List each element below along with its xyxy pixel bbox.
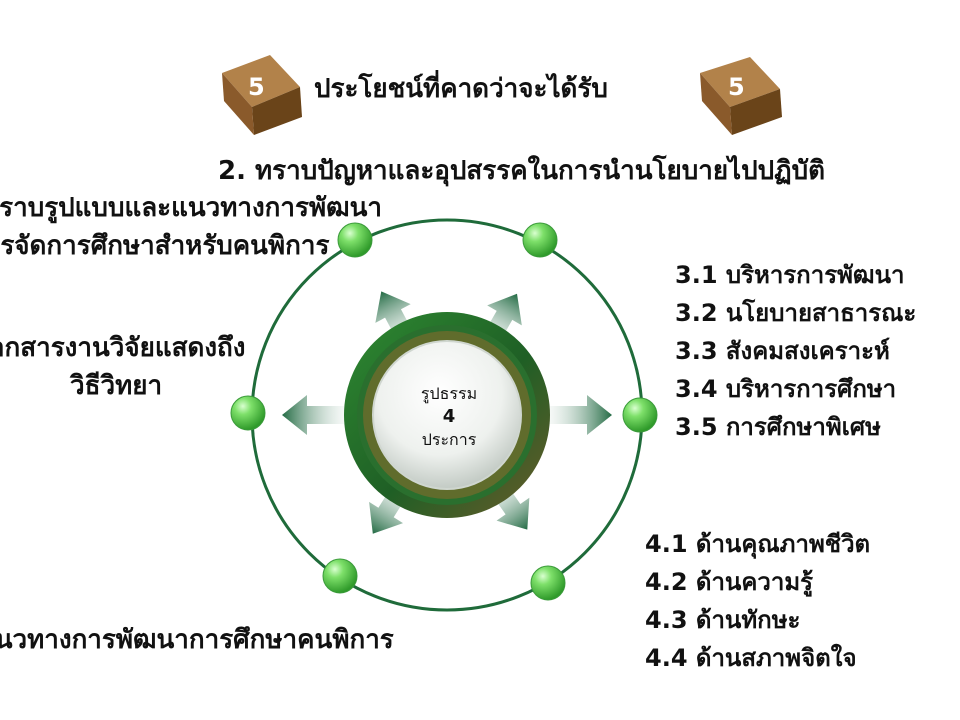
header-title: ประโยชน์ที่คาดว่าจะได้รับ xyxy=(314,74,608,104)
item-1-line2: การจัดการศึกษาสำหรับคนพิการ xyxy=(0,231,330,261)
arrow-left xyxy=(282,395,357,435)
left-item-line2: วิธีวิทยา xyxy=(70,371,163,401)
node-top-left xyxy=(337,222,373,258)
left-item-line1: เอกสารงานวิจัยแสดงถึง xyxy=(0,333,246,363)
item-1-line1: ทราบรูปแบบและแนวทางการพัฒนา xyxy=(0,193,382,223)
arrow-right xyxy=(537,395,612,435)
list-3-item: 3.1 บริหารการพัฒนา xyxy=(675,261,905,289)
list-3-item: 3.3 สังคมสงเคราะห์ xyxy=(675,337,890,365)
center-line2: 4 xyxy=(442,406,456,427)
center-line1: รูปธรรม xyxy=(420,384,478,403)
bottom-left-item: แนวทางการพัฒนาการศึกษาคนพิการ xyxy=(0,625,394,655)
list-4-item: 4.2 ด้านความรู้ xyxy=(645,568,814,596)
node-left xyxy=(230,395,266,431)
list-4-item: 4.3 ด้านทักษะ xyxy=(645,606,801,634)
list-3-item: 3.5 การศึกษาพิเศษ xyxy=(675,413,881,441)
center-label: รูปธรรม 4 ประการ xyxy=(391,382,507,451)
node-right xyxy=(622,397,658,433)
node-bottom-right xyxy=(530,565,566,601)
cube-left: 5 xyxy=(222,55,302,135)
cube-right: 5 xyxy=(700,57,782,135)
node-bottom-left xyxy=(322,558,358,594)
list-4-item: 4.4 ด้านสภาพจิตใจ xyxy=(645,644,857,672)
list-3-item: 3.4 บริหารการศึกษา xyxy=(675,375,897,403)
cube-left-number: 5 xyxy=(248,73,265,101)
node-top-right xyxy=(522,222,558,258)
list-3-item: 3.2 นโยบายสาธารณะ xyxy=(675,299,917,327)
list-3: 3.1 บริหารการพัฒนา 3.2 นโยบายสาธารณะ 3.3… xyxy=(675,256,916,446)
cube-right-number: 5 xyxy=(728,73,745,101)
list-4: 4.1 ด้านคุณภาพชีวิต 4.2 ด้านความรู้ 4.3 … xyxy=(645,525,870,677)
center-line3: ประการ xyxy=(421,430,477,449)
item-2-text: 2. ทราบปัญหาและอุปสรรคในการนำนโยบายไปปฏิ… xyxy=(218,156,825,186)
hub-disc xyxy=(372,340,522,490)
list-4-item: 4.1 ด้านคุณภาพชีวิต xyxy=(645,530,871,558)
